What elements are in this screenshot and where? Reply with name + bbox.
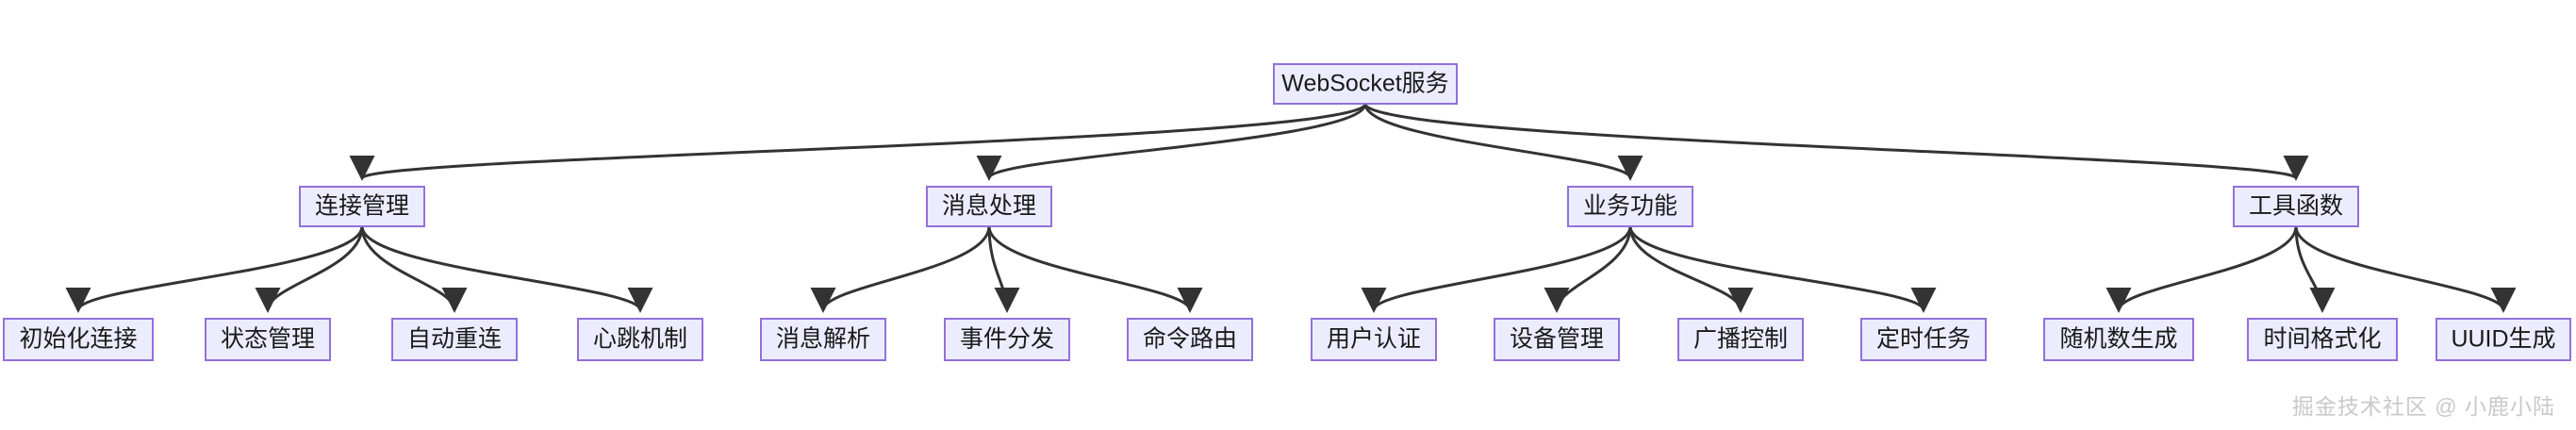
watermark-text: 掘金技术社区 @ 小鹿小陆 xyxy=(2291,394,2555,419)
node-box-n4[interactable] xyxy=(577,318,703,361)
edge-l1d-to-n14 xyxy=(2294,225,2517,313)
node-n9[interactable]: 设备管理 xyxy=(1494,318,1620,361)
node-box-l1b[interactable] xyxy=(926,186,1052,227)
edge-l1a-to-n4 xyxy=(360,225,653,313)
node-n5[interactable]: 消息解析 xyxy=(760,318,886,361)
node-box-l1a[interactable] xyxy=(299,186,425,227)
node-label-n3: 自动重连 xyxy=(407,326,502,353)
node-box-n2[interactable] xyxy=(205,318,331,361)
node-box-n12[interactable] xyxy=(2043,318,2194,361)
edge-l1b-to-n5 xyxy=(810,225,991,313)
node-n3[interactable]: 自动重连 xyxy=(391,318,518,361)
node-label-n4: 心跳机制 xyxy=(593,326,687,353)
node-box-n3[interactable] xyxy=(391,318,518,361)
node-label-n12: 随机数生成 xyxy=(2059,326,2177,353)
node-box-n7[interactable] xyxy=(1127,318,1253,361)
node-label-n11: 定时任务 xyxy=(1876,326,1971,353)
node-label-l1d: 工具函数 xyxy=(2249,193,2343,220)
edge-root-to-l1a xyxy=(350,103,1367,181)
node-n7[interactable]: 命令路由 xyxy=(1127,318,1253,361)
node-l1d[interactable]: 工具函数 xyxy=(2233,186,2359,227)
edge-l1c-to-n9 xyxy=(1544,225,1632,313)
node-n8[interactable]: 用户认证 xyxy=(1311,318,1437,361)
edge-l1a-to-n1 xyxy=(65,225,364,313)
edges-layer xyxy=(65,103,2517,313)
node-label-l1b: 消息处理 xyxy=(942,193,1036,220)
node-box-n13[interactable] xyxy=(2247,318,2398,361)
edge-root-to-l1c xyxy=(1363,103,1643,181)
node-box-n14[interactable] xyxy=(2436,318,2571,361)
node-label-l1c: 业务功能 xyxy=(1583,193,1677,220)
node-label-n1: 初始化连接 xyxy=(19,326,137,353)
node-label-n14: UUID生成 xyxy=(2451,326,2555,353)
node-n6[interactable]: 事件分发 xyxy=(944,318,1070,361)
node-n14[interactable]: UUID生成 xyxy=(2436,318,2571,361)
node-label-n7: 命令路由 xyxy=(1143,326,1237,353)
node-label-l1a: 连接管理 xyxy=(315,193,409,220)
edge-l1b-to-n6 xyxy=(987,225,1020,313)
node-label-n6: 事件分发 xyxy=(960,326,1054,353)
node-box-n1[interactable] xyxy=(3,318,154,361)
node-root[interactable]: WebSocket服务 xyxy=(1273,63,1458,105)
node-l1a[interactable]: 连接管理 xyxy=(299,186,425,227)
node-box-l1c[interactable] xyxy=(1567,186,1693,227)
node-label-n9: 设备管理 xyxy=(1510,326,1604,353)
node-box-n8[interactable] xyxy=(1311,318,1437,361)
node-label-n10: 广播控制 xyxy=(1693,326,1788,353)
node-label-n2: 状态管理 xyxy=(221,326,315,353)
node-l1b[interactable]: 消息处理 xyxy=(926,186,1052,227)
node-n1[interactable]: 初始化连接 xyxy=(3,318,154,361)
edge-l1c-to-n10 xyxy=(1628,225,1754,313)
edge-l1d-to-n13 xyxy=(2294,225,2336,313)
edge-l1d-to-n12 xyxy=(2105,225,2298,313)
node-box-l1d[interactable] xyxy=(2233,186,2359,227)
edge-l1c-to-n8 xyxy=(1361,225,1632,313)
edge-l1b-to-n7 xyxy=(987,225,1203,313)
node-box-n10[interactable] xyxy=(1677,318,1804,361)
node-label-root: WebSocket服务 xyxy=(1281,71,1448,97)
node-n13[interactable]: 时间格式化 xyxy=(2247,318,2398,361)
node-label-n8: 用户认证 xyxy=(1327,326,1421,353)
node-l1c[interactable]: 业务功能 xyxy=(1567,186,1693,227)
node-label-n5: 消息解析 xyxy=(776,326,870,353)
node-label-n13: 时间格式化 xyxy=(2263,326,2381,353)
node-box-root[interactable] xyxy=(1273,63,1458,105)
edge-root-to-l1b xyxy=(976,103,1367,181)
node-box-n6[interactable] xyxy=(944,318,1070,361)
node-n12[interactable]: 随机数生成 xyxy=(2043,318,2194,361)
edge-root-to-l1d xyxy=(1363,103,2308,181)
node-box-n9[interactable] xyxy=(1494,318,1620,361)
edge-l1a-to-n2 xyxy=(255,225,364,313)
edge-l1a-to-n3 xyxy=(360,225,468,313)
node-n2[interactable]: 状态管理 xyxy=(205,318,331,361)
node-n4[interactable]: 心跳机制 xyxy=(577,318,703,361)
edge-l1c-to-n11 xyxy=(1628,225,1937,313)
node-n10[interactable]: 广播控制 xyxy=(1677,318,1804,361)
node-box-n11[interactable] xyxy=(1860,318,1987,361)
node-box-n5[interactable] xyxy=(760,318,886,361)
node-n11[interactable]: 定时任务 xyxy=(1860,318,1987,361)
